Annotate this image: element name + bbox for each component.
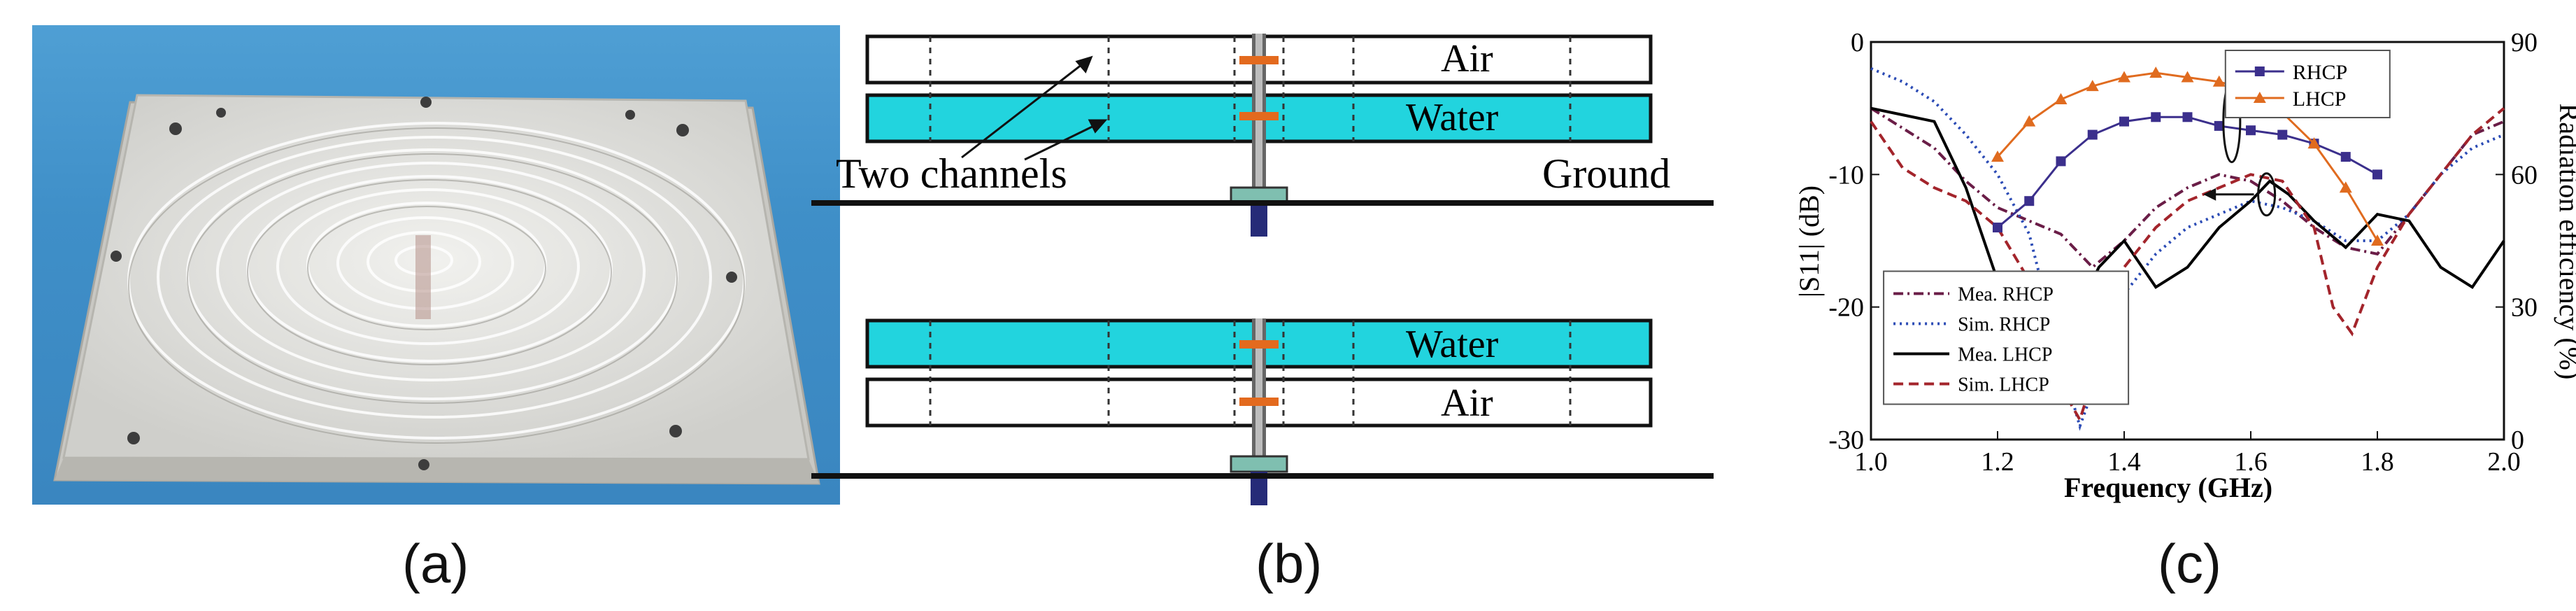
efficiency-point-lhcp <box>2371 234 2384 246</box>
caption-a: (a) <box>402 533 469 594</box>
efficiency-point-rhcp <box>2056 156 2066 167</box>
x-tick-label: 1.8 <box>2361 447 2394 477</box>
right-tick-label: 30 <box>2511 293 2538 323</box>
left-tick-label: 0 <box>1851 28 1864 57</box>
water-label-bottom: Water <box>1406 323 1499 366</box>
right-tick-label: 0 <box>2511 426 2524 455</box>
x-tick-label: 1.4 <box>2107 447 2141 477</box>
legend-marker-lhcp <box>2253 92 2266 103</box>
left-tick-label: -30 <box>1828 426 1864 455</box>
s11-line-sim-lhcp <box>1870 107 2505 423</box>
pin-cap-bottom-1 <box>1239 340 1279 349</box>
efficiency-point-rhcp <box>2246 125 2256 136</box>
efficiency-point-rhcp <box>2214 120 2224 131</box>
s11-callout-ellipse <box>2257 172 2277 217</box>
s11-callout-arrowhead <box>2203 188 2216 201</box>
right-tick-label: 90 <box>2511 28 2538 57</box>
efficiency-point-rhcp <box>2119 116 2129 127</box>
legend-label-sim-rhcp: Sim. RHCP <box>1958 314 2050 336</box>
efficiency-point-rhcp <box>2182 112 2193 122</box>
x-tick-label: 1.2 <box>1981 447 2014 477</box>
air-label-top: Air <box>1441 37 1493 80</box>
efficiency-point-lhcp <box>2339 181 2352 193</box>
efficiency-line-rhcp <box>1997 115 2378 229</box>
s11-line-mea-lhcp <box>1870 106 2505 370</box>
efficiency-point-lhcp <box>2212 75 2226 87</box>
connector-bottom <box>1230 455 1288 473</box>
pin-cap-top-2 <box>1239 112 1279 120</box>
legend-label-rhcp: RHCP <box>2293 61 2347 84</box>
efficiency-point-rhcp <box>2340 152 2351 162</box>
efficiency-point-lhcp <box>2181 71 2194 83</box>
efficiency-point-lhcp <box>2023 115 2036 127</box>
legend-s11 <box>1883 270 2130 405</box>
two-channels-label: Two channels <box>836 150 1067 197</box>
ground-label: Ground <box>1542 150 1670 197</box>
caption-b: (b) <box>1255 533 1323 594</box>
efficiency-point-lhcp <box>2086 80 2099 92</box>
efficiency-point-rhcp <box>2151 112 2161 122</box>
efficiency-point-rhcp <box>2087 129 2098 140</box>
connector-pin-top <box>1251 203 1267 237</box>
legend-label-mea-lhcp: Mea. LHCP <box>1958 344 2052 366</box>
left-tick-label: -20 <box>1828 293 1864 323</box>
efficiency-point-lhcp <box>2054 93 2068 105</box>
efficiency-point-lhcp <box>2118 71 2130 83</box>
left-axis-label: |S11| (dB) <box>1793 185 1825 297</box>
efficiency-point-rhcp <box>2024 196 2035 206</box>
efficiency-point-lhcp <box>2149 66 2163 78</box>
legend-marker-rhcp <box>2254 66 2265 76</box>
efficiency-point-rhcp <box>1993 223 2002 233</box>
efficiency-point-rhcp <box>2372 169 2382 180</box>
efficiency-point-lhcp <box>2307 137 2321 149</box>
right-axis-label: Radiation efficiency (%) <box>2554 104 2576 380</box>
pin-cap-top-1 <box>1239 56 1279 64</box>
efficiency-point-rhcp <box>2277 129 2288 140</box>
antenna-photo <box>32 25 840 505</box>
legend-label-mea-rhcp: Mea. RHCP <box>1958 284 2054 306</box>
air-label-bottom: Air <box>1441 381 1493 425</box>
legend-label-sim-lhcp: Sim. LHCP <box>1958 374 2049 396</box>
legend-efficiency <box>2224 50 2391 118</box>
pin-cap-bottom-2 <box>1239 398 1279 406</box>
caption-c: (c) <box>2158 533 2221 594</box>
legend-label-lhcp: LHCP <box>2293 87 2347 111</box>
channel-schematic: Air Water Two channels Ground Water Air <box>811 34 1714 505</box>
x-tick-label: 1.0 <box>1854 447 1888 477</box>
water-label-top: Water <box>1406 96 1499 139</box>
s11-line-mea-rhcp <box>1870 106 2505 269</box>
efficiency-point-lhcp <box>1991 150 2004 162</box>
left-tick-label: -10 <box>1828 160 1864 190</box>
x-tick-label: 2.0 <box>2487 447 2521 477</box>
x-tick-label: 1.6 <box>2234 447 2268 477</box>
right-tick-label: 60 <box>2511 160 2538 190</box>
annotation-arrows <box>961 55 1108 161</box>
x-axis-label: Frequency (GHz) <box>2064 472 2272 503</box>
